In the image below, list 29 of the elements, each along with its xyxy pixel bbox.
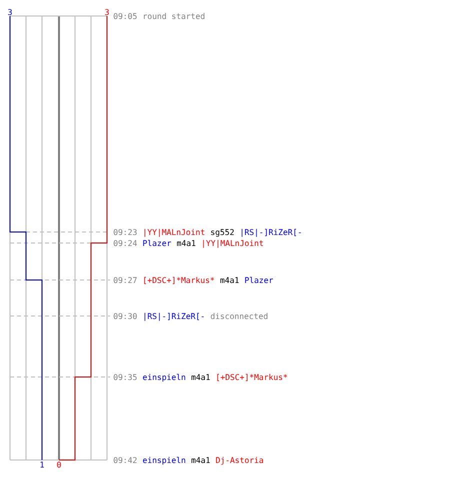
count-label: 3 — [105, 9, 109, 16]
timestamp: 09:42 — [114, 457, 137, 464]
player-name: |YY|MALnJoint — [203, 240, 263, 248]
player-name: einspieln — [142, 456, 186, 465]
weapon-name: m4a1 — [220, 277, 239, 284]
timestamp: 09:24 — [114, 240, 137, 246]
player-name: Plazer — [245, 276, 274, 284]
timestamp: 09:05 — [114, 13, 137, 20]
player-name: Plazer — [143, 240, 172, 246]
weapon-name: m4a1 — [177, 240, 196, 246]
player-name: einspieln — [142, 374, 186, 382]
timestamp: 09:23 — [114, 229, 137, 236]
count-label: 1 — [40, 462, 44, 468]
player-name: [+DSC+]*Markus* — [144, 276, 214, 284]
count-label: 3 — [8, 9, 12, 16]
status-text: disconnected — [210, 312, 268, 320]
timestamp: 09:30 — [114, 313, 137, 320]
weapon-name: m4a1 — [192, 374, 210, 380]
status-text: round started — [144, 12, 204, 20]
player-name: Dj-Astoria — [216, 456, 264, 465]
player-name: |RS|-]RiZeR[- — [242, 228, 301, 237]
count-label: 0 — [57, 462, 61, 468]
weapon-name: m4a1 — [192, 457, 210, 464]
timestamp: 09:35 — [114, 374, 137, 380]
player-name: |RS|-]RiZeR[- — [144, 312, 204, 321]
timestamp: 09:27 — [114, 277, 137, 284]
player-name: [+DSC+]*Markus* — [217, 374, 288, 382]
weapon-name: sg552 — [211, 229, 234, 237]
player-name: |YY|MALnJoint — [144, 228, 204, 237]
